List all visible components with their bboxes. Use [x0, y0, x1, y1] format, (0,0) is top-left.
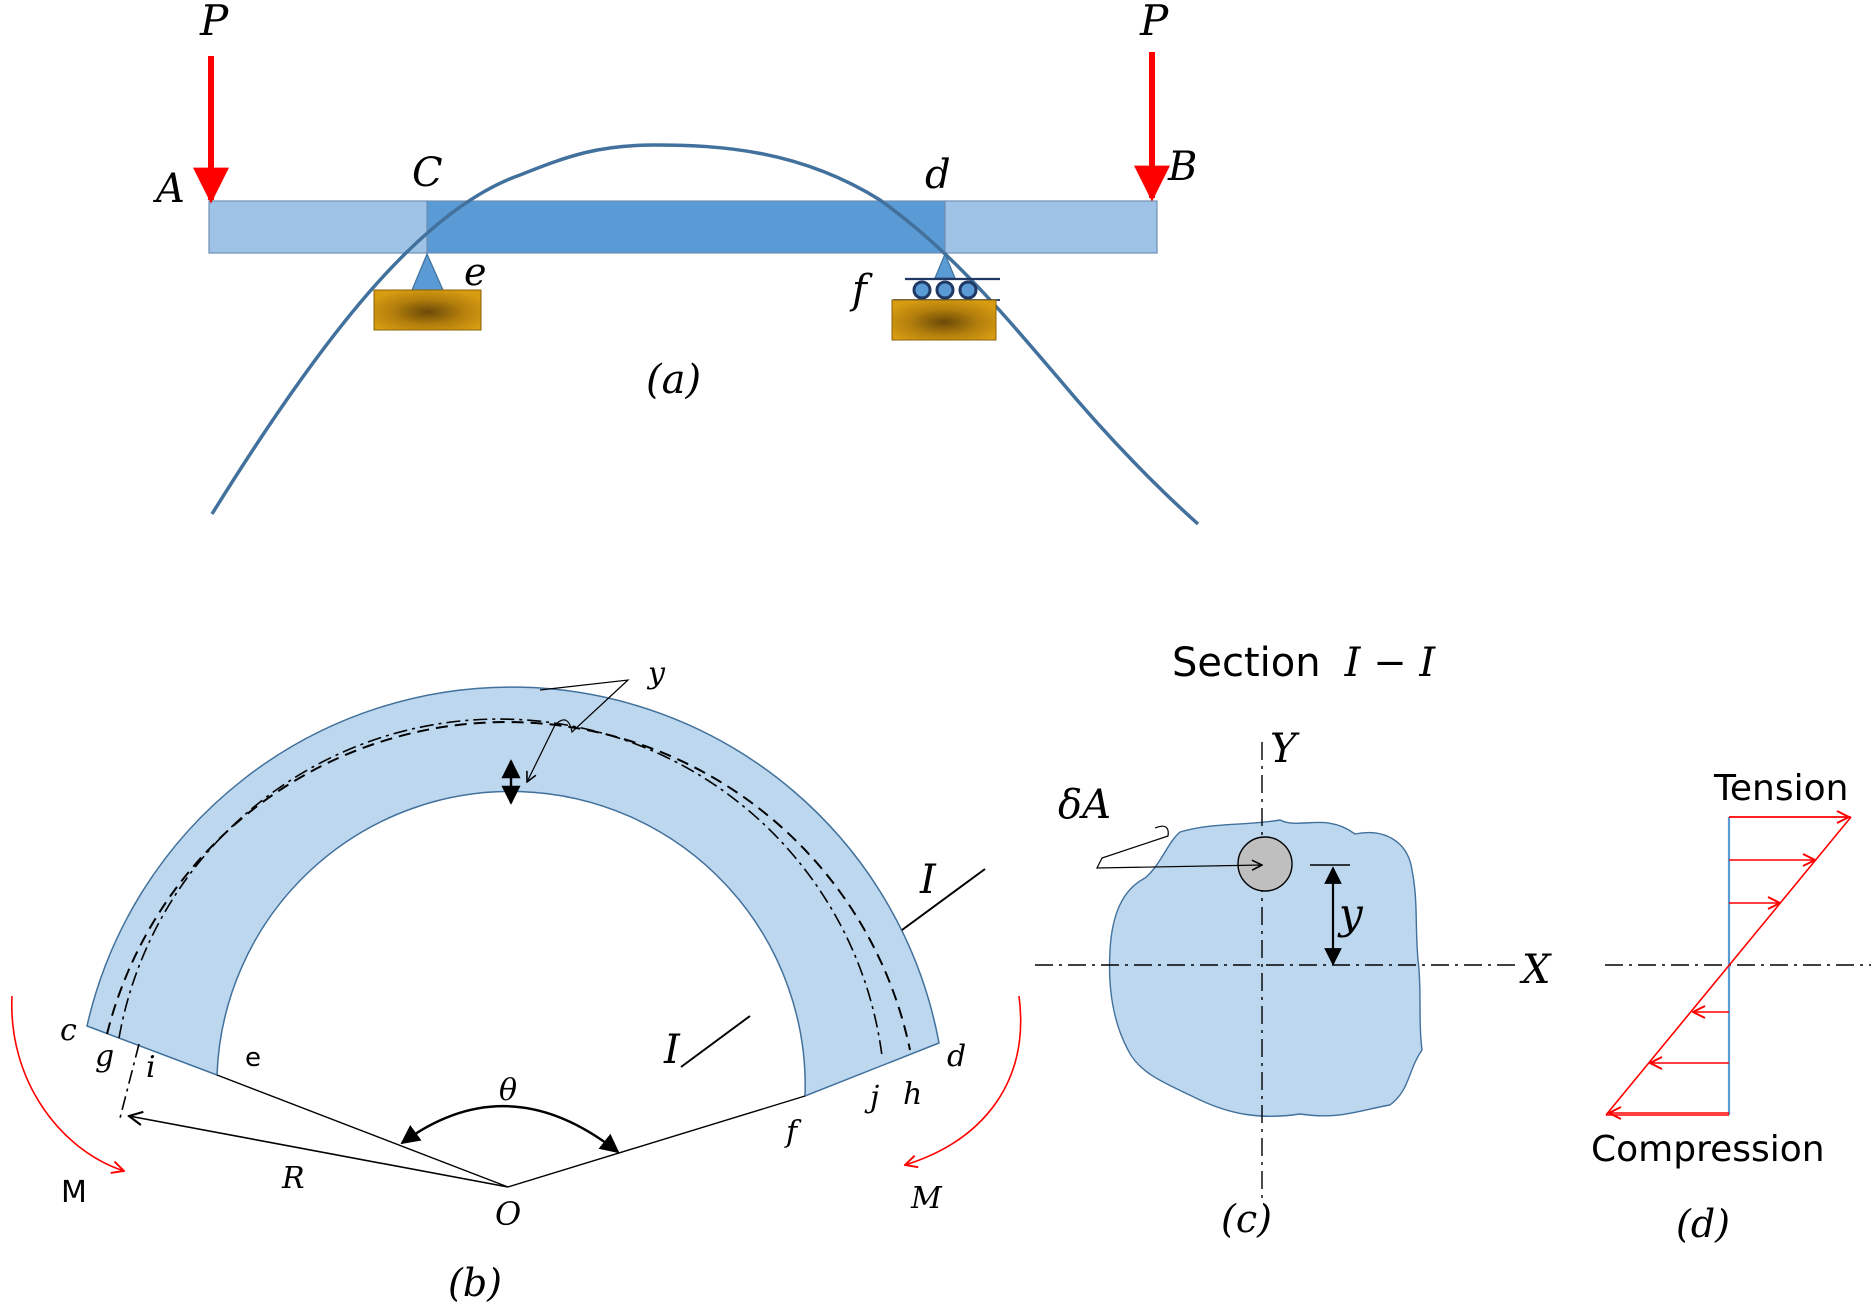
caption-a: (a)	[646, 357, 701, 403]
moment-arrow-left	[11, 995, 124, 1171]
panel-b: c g i e f j h d θ R O M M y I I (b)	[11, 656, 1022, 1305]
roller-support-triangle	[934, 252, 956, 279]
point-label-b: B	[1167, 144, 1197, 190]
roller-2	[935, 280, 955, 300]
point-label-e: e	[464, 250, 487, 294]
element-label: δA	[1058, 782, 1111, 828]
distance-label: y	[1337, 889, 1364, 938]
section-label-inner: I	[663, 1027, 681, 1073]
fiber-layer-line	[106, 721, 911, 1051]
point-label-j: j	[864, 1080, 879, 1115]
moment-arrow-right	[905, 995, 1022, 1165]
radius-arrow	[129, 1116, 509, 1188]
axis-label-x: X	[1519, 947, 1552, 993]
point-label-h: h	[903, 1077, 922, 1112]
neutral-axis-extension	[118, 1043, 140, 1123]
roller-support	[891, 252, 1000, 341]
point-label-g: g	[95, 1039, 114, 1074]
beam-middle-span	[426, 200, 946, 254]
panel-d: Tension Compression (d)	[1591, 768, 1871, 1246]
beam-overhang-left	[208, 200, 428, 254]
point-label-c-b: c	[60, 1013, 77, 1048]
beam	[208, 200, 1158, 254]
load-label-right: P	[1139, 0, 1169, 45]
point-label-f-b: f	[784, 1115, 802, 1150]
ground-block-left	[373, 289, 482, 331]
offset-label: y	[646, 656, 666, 691]
section-title: Section I − I	[1172, 640, 1436, 686]
element-leader	[1096, 825, 1262, 868]
point-label-f: f	[849, 267, 873, 313]
point-label-i: i	[146, 1050, 156, 1085]
radius-label: R	[281, 1161, 305, 1196]
panel-c: Section I − I Y X δA y (c)	[1035, 640, 1552, 1241]
offset-leader	[527, 679, 630, 782]
radial-line-left	[216, 1074, 509, 1188]
point-label-d: d	[925, 152, 951, 198]
area-element	[1237, 836, 1293, 892]
point-label-c: C	[412, 150, 443, 196]
moment-label-right: M	[910, 1181, 943, 1216]
section-title-expr: I − I	[1344, 640, 1437, 686]
section-title-word: Section	[1172, 640, 1321, 686]
bending-moment-curve	[210, 143, 1200, 526]
curved-beam-body	[86, 686, 940, 1098]
pin-support	[373, 252, 482, 331]
point-label-d-b: d	[947, 1039, 966, 1074]
axis-label-y: Y	[1270, 726, 1300, 772]
radial-line-right	[507, 1095, 806, 1188]
neutral-axis-line	[118, 718, 883, 1057]
pin-support-triangle	[411, 252, 444, 291]
caption-b: (b)	[448, 1261, 502, 1305]
compression-label: Compression	[1591, 1129, 1825, 1170]
beam-overhang-right	[944, 200, 1158, 254]
section-mark-outer	[901, 868, 986, 931]
section-label-outer: I	[919, 857, 937, 903]
roller-1	[912, 280, 932, 300]
caption-c: (c)	[1221, 1197, 1272, 1241]
angle-arc	[400, 1105, 620, 1154]
point-label-e-b: e	[245, 1043, 261, 1073]
point-label-a: A	[152, 166, 185, 212]
panel-a: P P A B C d e f (a)	[152, 0, 1200, 526]
angle-label: θ	[499, 1073, 517, 1108]
moment-label-left: M	[61, 1175, 87, 1210]
load-label-left: P	[199, 0, 229, 45]
section-mark-inner	[680, 1015, 751, 1068]
tension-label: Tension	[1713, 768, 1848, 809]
roller-3	[958, 280, 978, 300]
cross-section-shape	[1108, 819, 1423, 1118]
ground-block-right	[891, 299, 997, 341]
center-label: O	[495, 1195, 521, 1233]
caption-d: (d)	[1676, 1202, 1730, 1246]
